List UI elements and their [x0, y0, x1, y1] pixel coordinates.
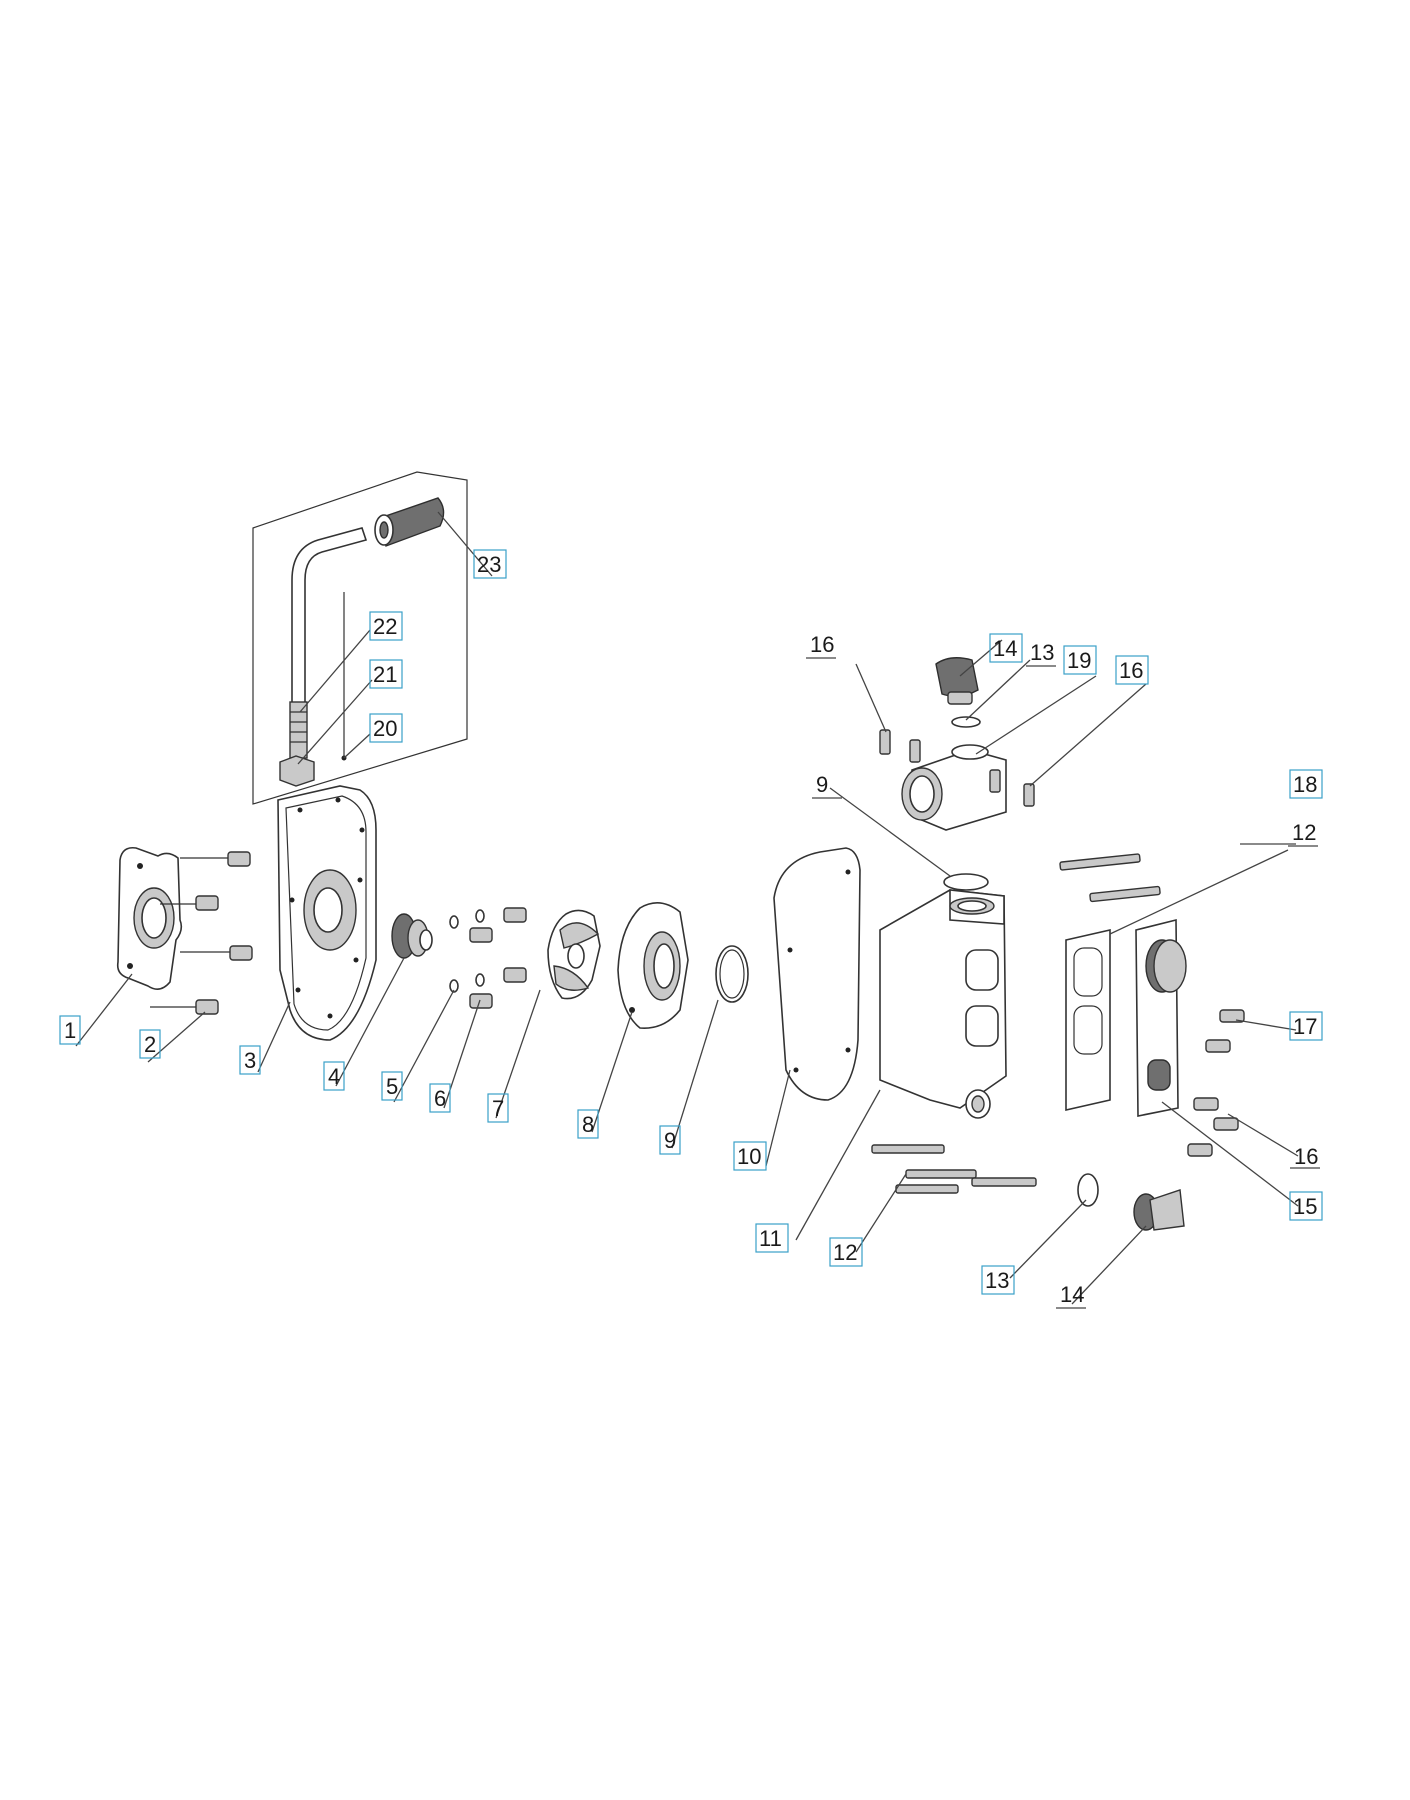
svg-text:15: 15	[1293, 1194, 1317, 1219]
callout-14-upper: 14	[989, 633, 1023, 663]
svg-text:11: 11	[759, 1226, 782, 1251]
part-end-plate	[1135, 918, 1187, 1117]
svg-text:16: 16	[810, 632, 834, 657]
svg-text:12: 12	[1292, 820, 1316, 845]
callout-3: 3	[239, 1045, 261, 1075]
callout-18: 18	[1289, 769, 1323, 799]
callout-5: 5	[381, 1071, 403, 1101]
callout-16-top-left: 16	[806, 632, 836, 659]
callout-20: 20	[369, 713, 403, 743]
svg-text:8: 8	[582, 1112, 594, 1137]
part-long-bolts	[871, 853, 1161, 1194]
part-bolts-5-6	[449, 907, 527, 1009]
svg-text:9: 9	[664, 1128, 676, 1153]
svg-text:14: 14	[993, 636, 1017, 661]
svg-text:10: 10	[737, 1144, 761, 1169]
svg-text:16: 16	[1294, 1144, 1318, 1169]
part-pump-body	[879, 889, 1007, 1119]
svg-text:2: 2	[144, 1032, 156, 1057]
callout-13-upper: 13	[1026, 640, 1056, 667]
part-drain-plug	[1077, 1173, 1185, 1231]
svg-text:12: 12	[833, 1240, 857, 1265]
callout-10: 10	[733, 1141, 767, 1171]
svg-text:14: 14	[1060, 1282, 1084, 1307]
svg-text:13: 13	[985, 1268, 1009, 1293]
callout-13-lower: 13	[981, 1265, 1015, 1295]
part-impeller	[547, 909, 601, 1000]
callout-7: 7	[487, 1093, 509, 1123]
svg-text:4: 4	[328, 1064, 340, 1089]
callout-14-lower: 14	[1056, 1282, 1086, 1309]
callout-16-right: 16	[1290, 1144, 1320, 1169]
svg-text:23: 23	[477, 552, 501, 577]
svg-text:17: 17	[1293, 1014, 1317, 1039]
part-gasket	[773, 847, 861, 1101]
callout-2: 2	[139, 1029, 161, 1059]
svg-text:16: 16	[1119, 658, 1143, 683]
svg-text:21: 21	[373, 662, 397, 687]
callout-15: 15	[1289, 1191, 1323, 1221]
part-volute	[617, 902, 689, 1029]
svg-text:20: 20	[373, 716, 397, 741]
callout-labels: 1 2 3 4 5 6 7 8	[59, 549, 1323, 1309]
svg-text:9: 9	[816, 772, 828, 797]
callout-19: 19	[1063, 645, 1097, 675]
callout-16-top-right: 16	[1115, 655, 1149, 685]
callout-6: 6	[429, 1083, 451, 1113]
callout-17: 17	[1289, 1011, 1323, 1041]
callout-12-upper: 12	[1288, 820, 1318, 847]
part-o-ring	[715, 945, 749, 1003]
handle-grip	[374, 497, 445, 547]
svg-text:18: 18	[1293, 772, 1317, 797]
callout-21: 21	[369, 659, 403, 689]
part-gasket-plate	[1065, 928, 1111, 1112]
svg-text:7: 7	[492, 1096, 504, 1121]
part-seal	[391, 913, 433, 959]
svg-text:6: 6	[434, 1086, 446, 1111]
part-bolts-16-17	[1187, 1009, 1245, 1157]
callout-1: 1	[59, 1015, 81, 1045]
svg-text:5: 5	[386, 1074, 398, 1099]
callout-23: 23	[473, 549, 507, 579]
svg-text:1: 1	[64, 1018, 76, 1043]
part-bolts-2	[150, 851, 253, 1015]
callout-11: 11	[755, 1223, 789, 1253]
callout-4: 4	[323, 1061, 345, 1091]
callout-12-lower: 12	[829, 1237, 863, 1267]
callout-8: 8	[577, 1109, 599, 1139]
svg-text:22: 22	[373, 614, 397, 639]
callout-9-lower: 9	[659, 1125, 681, 1155]
callout-9-upper: 9	[812, 772, 842, 799]
svg-text:3: 3	[244, 1048, 256, 1073]
handle-inset	[252, 471, 468, 805]
svg-text:13: 13	[1030, 640, 1054, 665]
svg-text:19: 19	[1067, 648, 1091, 673]
leader-lines	[75, 511, 1299, 1305]
part-cover-plate	[277, 785, 377, 1041]
callout-22: 22	[369, 611, 403, 641]
part-flange	[116, 846, 183, 990]
part-top-port	[879, 657, 1035, 891]
